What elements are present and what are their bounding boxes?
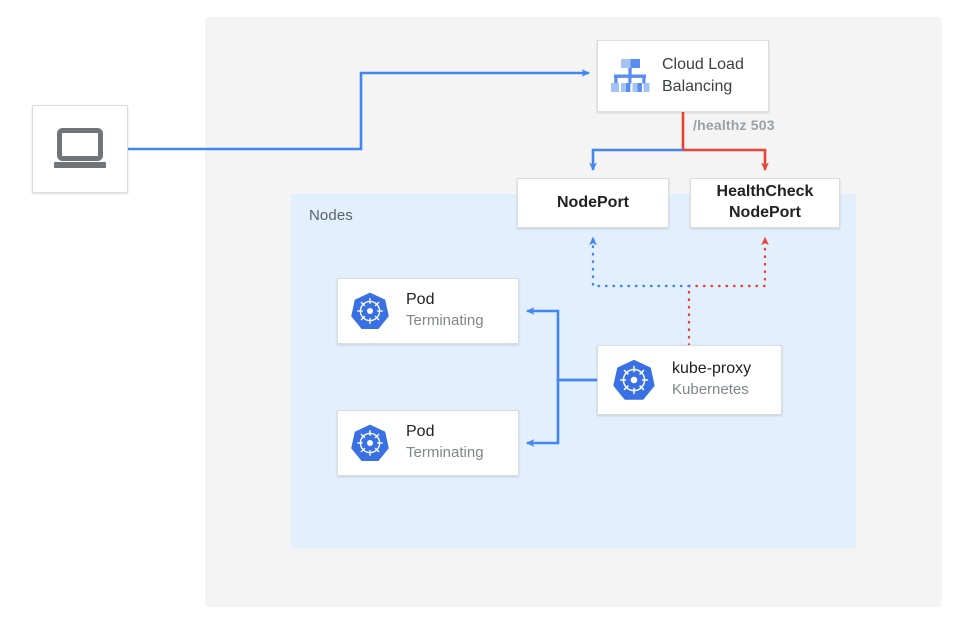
cloud-load-balancing-icon bbox=[611, 59, 650, 92]
client-node[interactable] bbox=[32, 105, 128, 193]
kube-proxy-subtitle: Kubernetes bbox=[672, 381, 749, 399]
nodes-group-label: Nodes bbox=[309, 207, 353, 224]
pod-node-top[interactable]: Pod Terminating bbox=[337, 278, 519, 344]
cloud-load-balancing-label-line1: Cloud Load bbox=[662, 56, 744, 74]
cloud-load-balancing-node[interactable]: Cloud Load Balancing bbox=[597, 40, 769, 112]
laptop-icon bbox=[54, 128, 106, 168]
pod-title-top: Pod bbox=[406, 291, 435, 309]
pod-status-bottom: Terminating bbox=[406, 444, 484, 462]
cloud-load-balancing-label-line2: Balancing bbox=[662, 78, 733, 95]
pod-node-bottom[interactable]: Pod Terminating bbox=[337, 410, 519, 476]
kube-proxy-title: kube-proxy bbox=[672, 360, 752, 378]
nodeport-node[interactable]: NodePort bbox=[517, 178, 669, 228]
healthcheck-nodeport-label-line1: HealthCheck bbox=[716, 183, 814, 201]
healthcheck-nodeport-label-line2: NodePort bbox=[728, 204, 801, 221]
kube-proxy-node[interactable]: kube-proxy Kubernetes bbox=[597, 345, 782, 415]
healthcheck-nodeport-node[interactable]: HealthCheck NodePort bbox=[690, 178, 840, 228]
pod-title-bottom: Pod bbox=[406, 423, 435, 441]
kubernetes-icon bbox=[351, 424, 389, 461]
nodeport-label: NodePort bbox=[557, 193, 629, 211]
kubernetes-icon bbox=[351, 292, 389, 329]
healthz-edge-label: /healthz 503 bbox=[693, 117, 775, 133]
pod-status-top: Terminating bbox=[406, 312, 484, 330]
kubernetes-icon bbox=[613, 359, 655, 400]
